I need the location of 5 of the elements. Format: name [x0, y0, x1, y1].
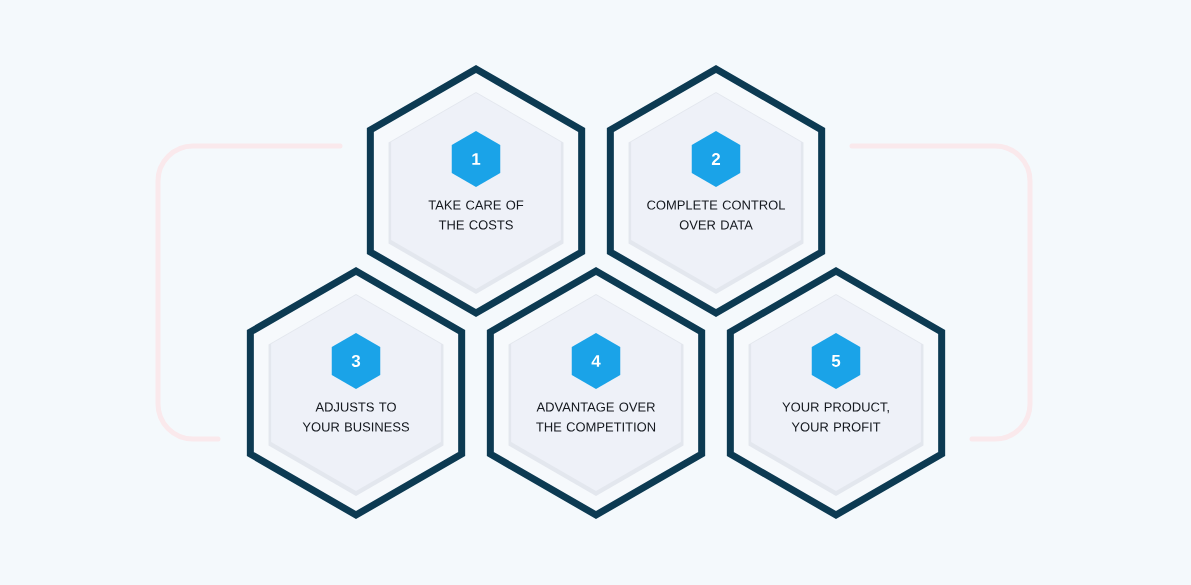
number-badge: 4 — [571, 333, 621, 389]
number-badge: 2 — [691, 131, 741, 187]
number-badge: 1 — [451, 131, 501, 187]
number-badge: 3 — [331, 333, 381, 389]
number-badge: 5 — [811, 333, 861, 389]
